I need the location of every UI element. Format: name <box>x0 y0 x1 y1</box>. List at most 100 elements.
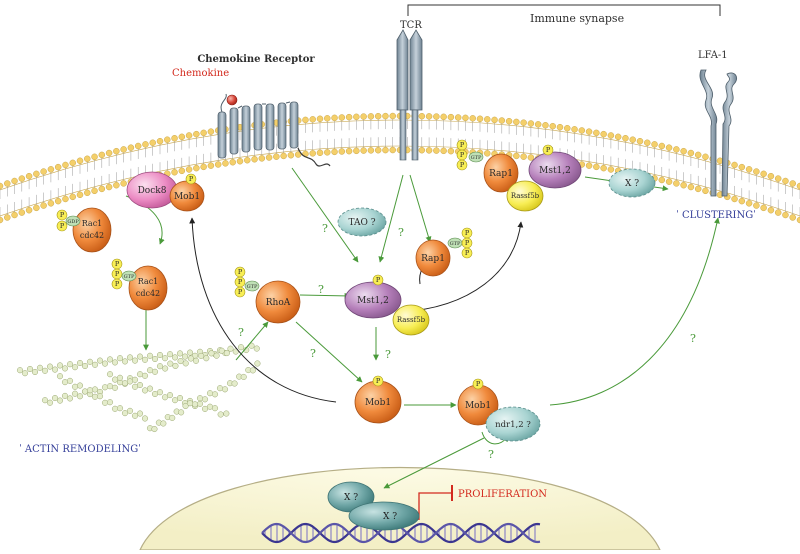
lipid-pair <box>498 117 506 158</box>
lipid-pair <box>345 113 353 155</box>
lipid-pair <box>484 116 491 157</box>
protein-dock8: Dock8 <box>126 171 178 209</box>
lipid-pair <box>731 161 738 203</box>
lipid-pair <box>753 168 760 209</box>
protein-ndr12: ndr1,2 ? <box>485 406 541 442</box>
tcr-receptor: TCR <box>396 20 423 161</box>
lipid-pair <box>600 130 607 172</box>
lipid-pair <box>760 170 767 212</box>
protein-x-membrane: X ? <box>608 168 656 198</box>
lipid-pair <box>25 172 33 214</box>
lipid-pair <box>578 127 586 168</box>
lipid-pair <box>520 119 527 160</box>
lipid-pair <box>680 147 687 189</box>
rassf5b-label: Rassf5b <box>397 316 426 324</box>
lipid-pair <box>374 112 382 154</box>
protein-rap1-center: Rap1 <box>415 239 451 277</box>
question-mark: ? <box>488 448 494 461</box>
protein-rac1-gtp: Rac1 cdc42 <box>128 265 168 311</box>
lipid-pair <box>98 151 106 193</box>
gdp-tag: GDP <box>67 219 79 225</box>
chemokine-ligand: Chemokine <box>172 68 238 106</box>
phospho-tag: P <box>376 276 381 284</box>
question-mark: ? <box>398 226 404 239</box>
lipid-pair <box>665 144 673 185</box>
lipid-pair <box>33 170 40 212</box>
phospho-tag: P <box>465 249 470 257</box>
lipid-pair <box>658 142 666 184</box>
protein-rassf5b-membrane: Rassf5b <box>506 180 544 212</box>
lfa1-integrin: LFA-1 <box>698 50 737 197</box>
lipid-pair <box>316 115 324 157</box>
uncertain-marks: ? ? ? ? ? ? ? ? <box>238 222 696 461</box>
lipid-pair <box>789 180 796 221</box>
lipid-pair <box>476 115 484 157</box>
phospho-tag: P <box>460 141 465 149</box>
tcr-label: TCR <box>400 20 422 31</box>
tao-label: TAO ? <box>348 218 375 228</box>
lipid-pair <box>738 163 746 205</box>
phospho-tag: P <box>238 288 243 296</box>
phospho-tag: P <box>546 146 551 154</box>
protein-rac1-gdp: Rac1 cdc42 <box>72 207 112 253</box>
gtp-tag: GTP <box>247 284 258 290</box>
lipid-pair <box>716 157 724 199</box>
lipid-pair <box>767 172 775 214</box>
protein-mst12-membrane: Mst1,2 <box>528 151 582 189</box>
modification-tags: P P P GDP P P P GTP P P P GTP P GTP P P … <box>56 139 554 390</box>
rac1-label: Rac1 <box>82 219 103 228</box>
lipid-pair <box>353 113 360 155</box>
protein-x-nuclear-2: X ? <box>348 501 420 531</box>
lipid-pair <box>207 128 215 169</box>
lipid-pair <box>469 115 476 156</box>
lipid-pair <box>360 113 367 154</box>
lipid-pair <box>694 151 702 193</box>
phospho-tag: P <box>465 239 470 247</box>
rap1-label: Rap1 <box>489 169 513 179</box>
lipid-pair <box>796 182 800 224</box>
protein-rap1-membrane: Rap1 <box>483 153 519 193</box>
protein-mob1-center: Mob1 <box>354 380 402 424</box>
lipid-pair <box>113 147 120 189</box>
clustering-label: ˈ CLUSTERINGˈ <box>676 210 756 221</box>
cdc42-label: cdc42 <box>80 231 104 240</box>
chemokine-label: Chemokine <box>172 68 229 79</box>
lipid-pair <box>302 116 309 158</box>
x-label: X ? <box>383 512 397 522</box>
lipid-pair <box>54 163 62 205</box>
phospho-tag: P <box>460 151 465 159</box>
lipid-pair <box>331 114 338 156</box>
lipid-pair <box>69 159 76 201</box>
lipid-pair <box>782 177 789 219</box>
lipid-pair <box>47 166 55 207</box>
rap1-label: Rap1 <box>421 254 445 264</box>
lipid-pair <box>382 112 389 154</box>
lipid-pair <box>433 113 440 154</box>
actin-strand <box>16 342 260 377</box>
lipid-pair <box>324 115 331 156</box>
lipid-pair <box>447 113 455 155</box>
lipid-pair <box>607 132 615 173</box>
protein-mob1-membrane: Mob1 <box>169 180 205 212</box>
cdc42-label: cdc42 <box>136 289 160 298</box>
phospho-tag: P <box>238 278 243 286</box>
immune-synapse-bracket: Immune synapse <box>407 4 721 25</box>
lipid-pair <box>40 168 47 209</box>
question-mark: ? <box>385 348 391 361</box>
lipid-pair <box>11 177 18 219</box>
phospho-tag: P <box>115 270 120 278</box>
lipid-pair <box>585 128 593 169</box>
rac1-label: Rac1 <box>138 277 159 286</box>
phospho-tag: P <box>238 268 243 276</box>
dock8-label: Dock8 <box>138 186 167 196</box>
protein-tao: TAO ? <box>337 207 387 237</box>
actin-filaments <box>16 342 261 433</box>
lipid-pair <box>171 134 178 176</box>
lipid-pair <box>425 113 433 154</box>
lipid-pair <box>76 157 84 199</box>
lipid-pair <box>513 118 520 160</box>
phospho-tag: P <box>60 211 65 219</box>
x-label: X ? <box>344 493 358 503</box>
proliferation-label: PROLIFERATION <box>458 489 547 500</box>
lipid-pair <box>527 120 535 161</box>
